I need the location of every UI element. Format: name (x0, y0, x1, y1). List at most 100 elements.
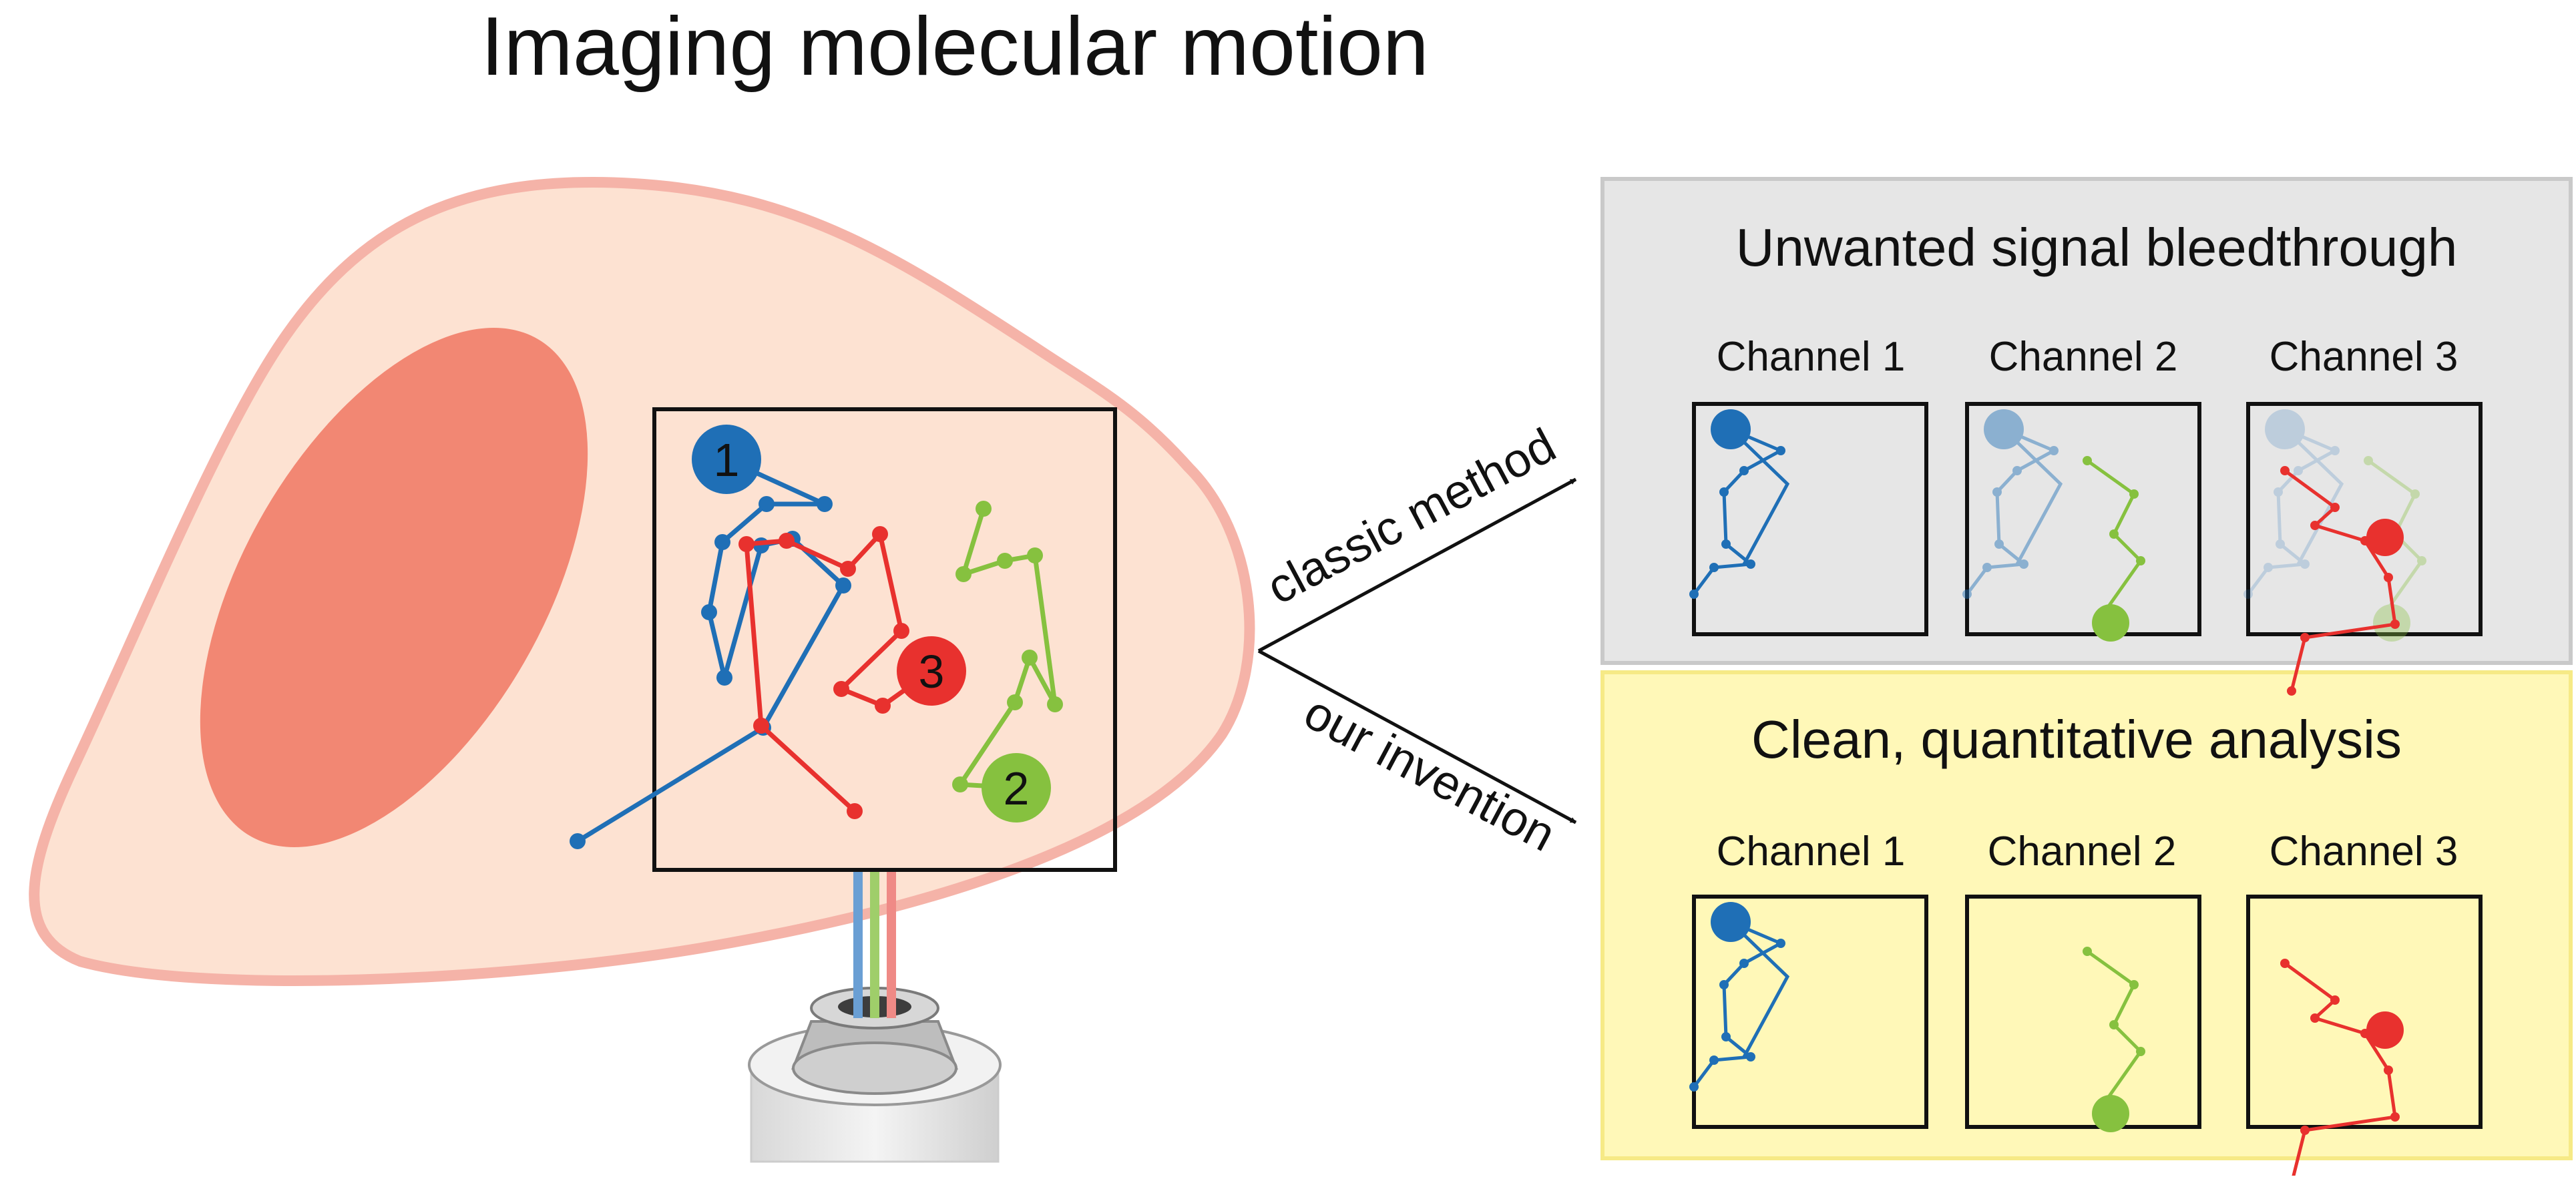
bleed-ch2-blue-ghost-molecule-marker (1984, 409, 2024, 449)
bleed-ch2-blue-ghost-point (1992, 487, 2002, 497)
bleed-ch2-blue-ghost-point (1994, 539, 2004, 549)
bleed-channel-2-box (1965, 402, 2201, 636)
molecule-2-track-point (1007, 694, 1023, 710)
clean-ch3-red-track-point (2310, 1013, 2320, 1023)
clean-ch3-red-track-point (2384, 1066, 2393, 1075)
clean-ch1-blue-track (1689, 902, 1790, 1092)
classic-method-label: classic method (1259, 419, 1564, 615)
microscope-objective (748, 987, 1002, 1163)
bleed-ch1-blue-track-point (1739, 466, 1749, 475)
clean-ch1-blue-track-branch (1729, 921, 1790, 1058)
clean-ch3-red-track-molecule-marker (2366, 1011, 2404, 1049)
bleed-ch2-blue-ghost (1962, 409, 2063, 599)
bleed-ch1-blue-track-point (1746, 559, 1755, 569)
bleed-channel-2-label: Channel 2 (1989, 334, 2178, 380)
clean-ch3-red-track (2280, 959, 2404, 1179)
clean-ch3-red-track-point (2300, 1126, 2310, 1135)
field-of-view-tracks: 1 32 (570, 425, 1063, 849)
invention-label: our invention (1295, 686, 1564, 862)
bleed-ch3-blue-ghost-molecule-marker (2265, 409, 2305, 449)
clean-channel-2-label: Channel 2 (1988, 829, 2177, 875)
bleed-ch3-red-track-point (2310, 521, 2320, 530)
bleed-ch3-green-ghost-point (2417, 556, 2426, 565)
bleed-ch2-green-track (2083, 456, 2145, 642)
clean-channel-3-box (2246, 895, 2483, 1129)
cell-nucleus (200, 327, 588, 848)
molecule-2-track: 2 (952, 501, 1063, 822)
clean-channel-1-box (1692, 895, 1928, 1129)
bleed-ch3-blue-ghost-branch (2284, 428, 2344, 565)
molecule-1-track: 1 (570, 425, 851, 849)
bleed-channel-3-label: Channel 3 (2270, 334, 2458, 380)
molecule-1-track-point (759, 496, 775, 512)
bleed-ch3-red-track-point (2287, 686, 2296, 696)
clean-ch3-red-track-point (2280, 959, 2290, 968)
clean-ch3-red-track-point (2330, 995, 2340, 1005)
bleed-ch1-blue-track (1689, 409, 1790, 599)
molecule-2-track-point (955, 566, 972, 582)
molecule-2-track-point (952, 776, 968, 792)
bleed-channel-1-label: Channel 1 (1717, 334, 1906, 380)
bleed-ch2-blue-ghost-point (2012, 466, 2022, 475)
bleed-ch3-red-track-point (2390, 620, 2400, 629)
molecule-3-track: 3 (738, 526, 966, 819)
clean-analysis-heading: Clean, quantitative analysis (1751, 710, 2402, 769)
clean-ch1-blue-track-path (1693, 920, 1785, 1088)
illumination-beams (853, 871, 896, 1018)
bleed-ch2-blue-ghost-branch (2002, 428, 2063, 565)
bleed-channel-3-box (2246, 402, 2483, 636)
bleed-ch3-red-track-point (2384, 573, 2393, 582)
molecule-2-track-point (976, 501, 992, 517)
bleed-ch3-red-track-point (2300, 633, 2310, 642)
molecule-1-track-point (714, 534, 730, 550)
clean-ch1-blue-track-point (1689, 1082, 1699, 1092)
field-of-view (652, 407, 1117, 872)
bleed-ch3-green-ghost-point (2410, 489, 2420, 499)
molecule-1-track-point (701, 604, 717, 620)
bleed-ch3-blue-ghost-point (2274, 487, 2283, 497)
bleed-channel-1-box (1692, 402, 1928, 636)
bleed-ch3-blue-ghost-point (2300, 559, 2310, 569)
bleed-ch1-blue-track-point (1721, 539, 1731, 549)
molecule-3-track-path (744, 531, 933, 813)
molecule-1-track-point (817, 496, 833, 512)
molecule-3-track-point (872, 526, 888, 542)
bleed-ch1-blue-track-branch (1729, 428, 1790, 565)
molecule-1-track-molecule-marker (692, 425, 761, 494)
bleed-ch3-blue-ghost-point (2264, 563, 2273, 572)
clean-channel-3-label: Channel 3 (2270, 829, 2458, 875)
clean-ch1-blue-track-molecule-marker (1711, 902, 1751, 942)
molecule-3-track-point (875, 698, 891, 714)
bleed-ch2-blue-ghost-point (1962, 590, 1972, 599)
clean-ch2-green-track-molecule-marker (2092, 1095, 2129, 1132)
channel-tracks (1689, 409, 2426, 1179)
clean-ch3-red-track-point (2390, 1112, 2400, 1122)
bleed-ch1-blue-track-point (1689, 590, 1699, 599)
molecule-3-track-molecule-label: 3 (919, 646, 945, 698)
bleed-ch3-red-track-point (2330, 503, 2340, 512)
bleed-ch3-blue-ghost-point (2276, 539, 2285, 549)
bleed-ch2-green-track-point (2109, 529, 2119, 539)
invention-arrow (1257, 649, 1577, 824)
molecule-1-track-molecule-label: 1 (714, 434, 740, 486)
clean-ch1-blue-track-point (1776, 939, 1785, 948)
clean-ch1-blue-track-point (1719, 980, 1729, 989)
bleed-ch1-blue-track-point (1776, 446, 1785, 455)
molecule-1-track-point (835, 577, 851, 594)
cell-body (29, 177, 1255, 986)
clean-ch1-blue-track-point (1721, 1032, 1731, 1041)
molecule-1-track-point (716, 670, 732, 686)
molecule-2-track-point (1022, 650, 1038, 666)
molecule-2-track-point (1047, 696, 1063, 712)
bleed-ch1-blue-track-path (1693, 427, 1785, 596)
clean-ch2-green-track-point (2109, 1020, 2119, 1029)
bleed-ch3-blue-ghost-point (2294, 466, 2303, 475)
bleedthrough-heading: Unwanted signal bleedthrough (1736, 218, 2458, 277)
clean-ch2-green-track-point (2129, 980, 2139, 989)
bleed-ch1-blue-track-point (1709, 563, 1719, 572)
bleed-ch3-blue-ghost-path (2247, 427, 2339, 596)
molecule-2-track-molecule-marker (982, 753, 1051, 822)
molecule-2-track-point (1027, 547, 1043, 563)
molecule-3-track-point (779, 533, 795, 549)
